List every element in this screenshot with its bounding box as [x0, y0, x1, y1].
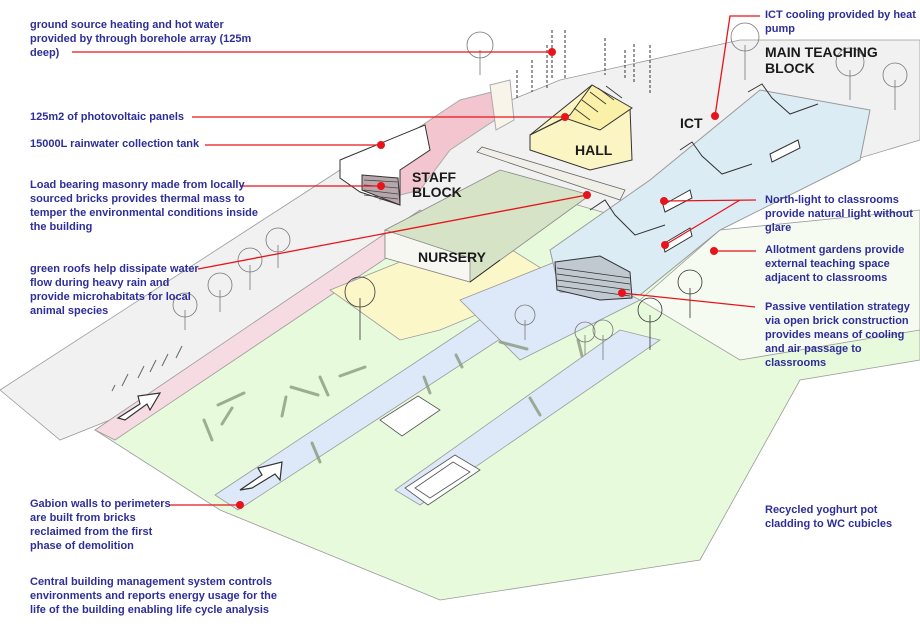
- arrow-icon-blue-path: [239, 461, 283, 491]
- note-passive-ventilation: Passive ventilation strategy via open br…: [765, 301, 910, 369]
- note-bms: Central building management system contr…: [30, 576, 277, 616]
- label-staff-block-2: BLOCK: [412, 184, 462, 200]
- parking-markings: [111, 345, 183, 392]
- note-rainwater: 15000L rainwater collection tank: [30, 138, 200, 150]
- gabion-wall-bridge: [476, 146, 626, 201]
- hall-building: [529, 84, 633, 171]
- gabion-benches: [202, 338, 584, 464]
- note-masonry: Load bearing masonry made from locally s…: [30, 179, 258, 233]
- label-ict: ICT: [680, 115, 703, 131]
- leader-passive: [621, 292, 756, 308]
- leader-ict-cooling: [714, 15, 760, 117]
- leader-dots: [236, 48, 719, 509]
- rectangle-pond: [404, 454, 481, 506]
- leader-north-light-a: [663, 199, 757, 202]
- allotment-area: [639, 209, 920, 361]
- leader-green-roofs: [197, 194, 588, 270]
- label-staff-block-1: STAFF: [412, 169, 457, 185]
- note-ground-source-heating: ground source heating and hot water prov…: [30, 19, 252, 59]
- note-ict-cooling: ICT cooling provided by heat pump: [765, 9, 916, 35]
- nursery-building: [384, 169, 591, 283]
- white-pad: [379, 395, 441, 437]
- note-allotment: Allotment gardens provide external teach…: [765, 244, 905, 284]
- leader-lines: [72, 15, 760, 506]
- label-main-teaching-1: MAIN TEACHING: [765, 44, 878, 60]
- note-yoghurt-pot: Recycled yoghurt pot cladding to WC cubi…: [765, 504, 893, 530]
- note-gabion: Gabion walls to perimeters are built fro…: [30, 498, 171, 552]
- note-north-light: North-light to classrooms provide natura…: [765, 194, 913, 234]
- trees: [172, 22, 908, 360]
- note-green-roofs: green roofs help dissipate water flow du…: [30, 263, 199, 317]
- label-hall: HALL: [575, 142, 613, 158]
- ground: [0, 39, 920, 601]
- label-nursery: NURSERY: [418, 249, 487, 265]
- main-teaching-block: [549, 83, 871, 301]
- leader-north-light-b: [664, 199, 741, 246]
- arrow-icon-pink-path: [116, 392, 162, 421]
- label-main-teaching-2: BLOCK: [765, 60, 815, 76]
- note-photovoltaic: 125m2 of photovoltaic panels: [30, 111, 185, 123]
